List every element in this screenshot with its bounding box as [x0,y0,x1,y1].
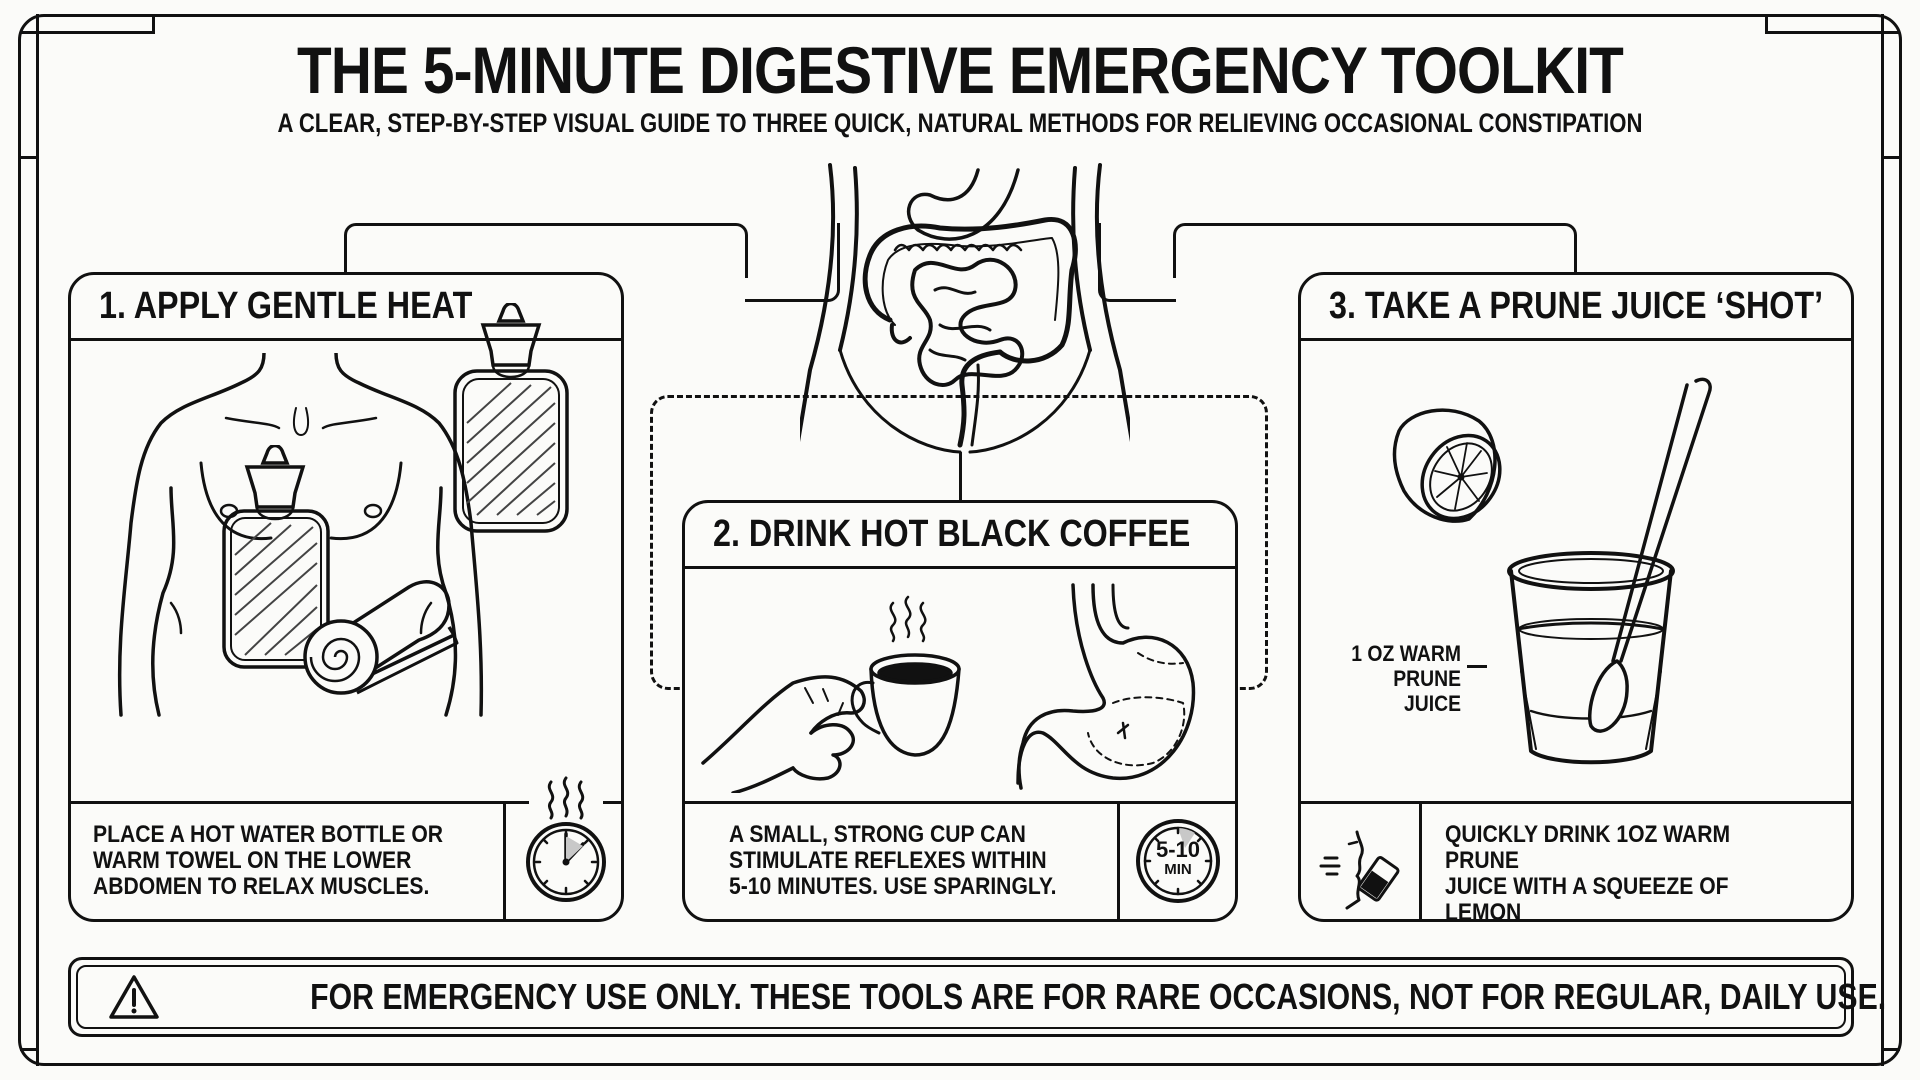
timer-icon: 5-10 MIN [1135,818,1221,904]
frame-rail-notch [20,156,38,159]
divider [1117,804,1120,919]
connector-right [1173,223,1577,278]
connector-left-drop [745,223,840,302]
callout-label: 1 OZ WARM PRUNE JUICE [1351,641,1461,716]
frame-corner-tab [20,31,155,34]
warning-triangle-icon [108,974,160,1020]
page-subtitle: A CLEAR, STEP-BY-STEP VISUAL GUIDE TO TH… [277,108,1643,138]
panel-title: 2. DRINK HOT BLACK COFFEE [685,503,1235,569]
steaming-clock-icon [521,774,611,904]
panel-description: A SMALL, STRONG CUP CAN STIMULATE REFLEX… [729,821,1057,900]
panel-title: 3. TAKE A PRUNE JUICE ‘SHOT’ [1301,275,1851,341]
step-panel-heat: 1. APPLY GENTLE HEAT [68,272,624,922]
frame-corner-tab [152,14,155,34]
torso-icon [101,353,581,723]
callout-leader-line [1467,665,1487,668]
digestive-system-torso-icon [800,160,1130,460]
hot-water-bottle-icon [451,303,571,533]
shot-glass-with-spoon-icon [1491,371,1741,771]
prune-juice-callout: 1 OZ WARM PRUNE JUICE [1321,641,1461,716]
warning-banner: FOR EMERGENCY USE ONLY. THESE TOOLS ARE … [76,965,1886,1029]
stomach-icon [1003,583,1213,793]
panel-description: QUICKLY DRINK 1OZ WARM PRUNE JUICE WITH … [1445,821,1731,922]
panel-footer: PLACE A HOT WATER BOTTLE OR WARM TOWEL O… [71,776,621,919]
frame-corner-tab [1765,31,1900,34]
frame-rail-notch [1882,1048,1900,1051]
warning-text: FOR EMERGENCY USE ONLY. THESE TOOLS ARE … [310,976,1887,1017]
step-panel-prune-juice: 3. TAKE A PRUNE JUICE ‘SHOT’ 1 OZ WARM [1298,272,1854,922]
connector-left [344,223,748,278]
timer-value: 5-10 [1155,837,1201,862]
frame-rail-notch [1882,156,1900,159]
frame-corner-tab [1765,14,1768,34]
outer-frame [18,14,1902,1066]
panel-footer: QUICKLY DRINK 1OZ WARM PRUNE JUICE WITH … [1301,801,1851,919]
drinking-shot-icon [1317,820,1407,910]
warning-banner-frame [68,957,1854,1037]
panel-footer: A SMALL, STRONG CUP CAN STIMULATE REFLEX… [685,801,1235,919]
divider [1419,804,1422,919]
step-panel-coffee: 2. DRINK HOT BLACK COFFEE A SMALL, STRON… [682,500,1238,922]
hand-holding-coffee-cup-icon [693,583,983,793]
page-title: THE 5-MINUTE DIGESTIVE EMERGENCY TOOLKIT [297,33,1624,107]
frame-left-rail [36,14,39,1066]
panel-title: 1. APPLY GENTLE HEAT [71,275,621,341]
rolled-towel-icon [299,565,459,695]
hot-water-bottle-icon [221,445,331,670]
frame-rail-notch [20,1048,38,1051]
connector-center-stem [959,452,962,502]
divider [503,804,506,919]
lemon-half-icon [1389,401,1509,526]
timer-unit: MIN [1164,861,1192,878]
panel-description: PLACE A HOT WATER BOTTLE OR WARM TOWEL O… [93,821,444,900]
frame-right-rail [1881,14,1884,1066]
